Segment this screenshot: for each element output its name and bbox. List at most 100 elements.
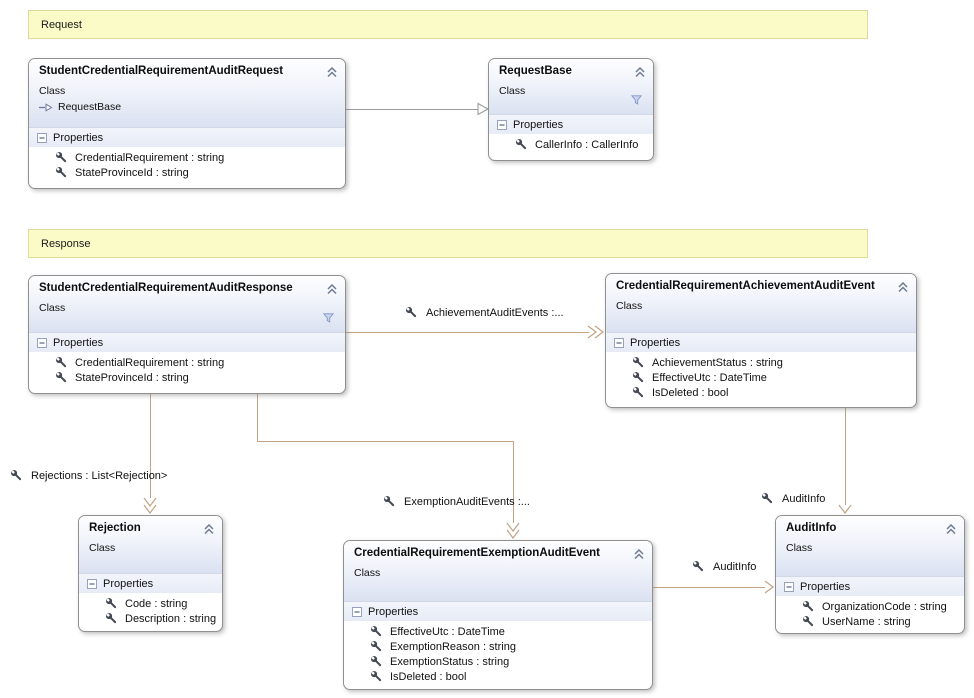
class-box-request-base[interactable]: RequestBase Class Properties CallerInfo …	[488, 58, 654, 161]
class-kind: Class	[354, 567, 381, 579]
properties-section-header[interactable]: Properties	[79, 573, 222, 593]
property-text: OrganizationCode : string	[822, 600, 947, 613]
inheritance-arrowhead-icon	[477, 102, 489, 116]
property-row[interactable]: StateProvinceId : string	[29, 165, 345, 180]
wrench-icon	[371, 641, 382, 652]
collapse-minus-icon[interactable]	[87, 578, 97, 589]
collapse-minus-icon[interactable]	[352, 606, 362, 617]
class-title: AuditInfo	[786, 522, 837, 534]
class-kind: Class	[786, 542, 813, 554]
wrench-icon	[633, 357, 644, 368]
properties-section-header[interactable]: Properties	[606, 332, 916, 352]
class-box-credential-requirement-achievement-audit-event[interactable]: CredentialRequirementAchievementAuditEve…	[605, 273, 917, 408]
collapse-minus-icon[interactable]	[37, 337, 47, 348]
class-kind: Class	[89, 542, 116, 554]
filter-icon[interactable]	[322, 310, 335, 328]
property-row[interactable]: IsDeleted : bool	[606, 385, 916, 400]
association-label-exemption-audit-events[interactable]: ExemptionAuditEvents :...	[383, 495, 530, 508]
association-label-auditinfo-left[interactable]: AuditInfo	[692, 560, 756, 573]
wrench-icon	[106, 613, 117, 624]
property-row[interactable]: UserName : string	[776, 614, 964, 629]
property-row[interactable]: StateProvinceId : string	[29, 370, 345, 385]
properties-section-header[interactable]: Properties	[29, 332, 345, 352]
properties-label: Properties	[368, 605, 419, 618]
property-text: CredentialRequirement : string	[75, 356, 225, 369]
wrench-icon	[633, 372, 644, 383]
collapse-chevron-icon[interactable]	[634, 65, 646, 83]
association-label-achievement-audit-events[interactable]: AchievementAuditEvents :...	[405, 306, 564, 319]
property-row[interactable]: CredentialRequirement : string	[29, 355, 345, 370]
wrench-icon	[693, 561, 704, 572]
association-label-text: ExemptionAuditEvents :...	[404, 495, 530, 508]
collapse-chevron-icon[interactable]	[326, 282, 338, 300]
class-kind: Class	[39, 85, 66, 97]
properties-label: Properties	[800, 580, 851, 593]
comment-band-response[interactable]: Response	[28, 229, 868, 258]
collapse-chevron-icon[interactable]	[945, 522, 957, 540]
properties-section-header[interactable]: Properties	[776, 576, 964, 596]
class-box-credential-requirement-exemption-audit-event[interactable]: CredentialRequirementExemptionAuditEvent…	[343, 540, 653, 690]
collapse-minus-icon[interactable]	[37, 132, 47, 143]
properties-label: Properties	[513, 118, 564, 131]
class-box-student-credential-requirement-audit-response[interactable]: StudentCredentialRequirementAuditRespons…	[28, 275, 346, 394]
property-row[interactable]: OrganizationCode : string	[776, 599, 964, 614]
class-box-rejection[interactable]: Rejection Class Properties Code : string…	[78, 515, 223, 632]
property-text: CredentialRequirement : string	[75, 151, 225, 164]
properties-section-header[interactable]: Properties	[29, 127, 345, 147]
properties-label: Properties	[103, 577, 154, 590]
association-label-rejections[interactable]: Rejections : List<Rejection>	[10, 469, 167, 482]
property-text: ExemptionStatus : string	[390, 655, 510, 668]
property-row[interactable]: Code : string	[79, 596, 222, 611]
properties-label: Properties	[630, 336, 681, 349]
class-title: StudentCredentialRequirementAuditRequest	[39, 65, 284, 77]
collapse-minus-icon[interactable]	[784, 581, 794, 592]
property-row[interactable]: AchievementStatus : string	[606, 355, 916, 370]
property-text: ExemptionReason : string	[390, 640, 516, 653]
property-row[interactable]: CredentialRequirement : string	[29, 150, 345, 165]
property-row[interactable]: EffectiveUtc : DateTime	[344, 624, 652, 639]
property-row[interactable]: IsDeleted : bool	[344, 669, 652, 684]
class-header: RequestBase Class	[489, 59, 653, 114]
chevron-down-icon	[838, 504, 852, 514]
property-row[interactable]: Description : string	[79, 611, 222, 626]
inheritance-arrow-icon	[39, 102, 53, 112]
properties-section-header[interactable]: Properties	[489, 114, 653, 134]
association-label-auditinfo-top[interactable]: AuditInfo	[761, 492, 825, 505]
collapse-chevron-icon[interactable]	[897, 280, 909, 298]
properties-section-header[interactable]: Properties	[344, 601, 652, 621]
comment-band-response-label: Response	[41, 237, 91, 250]
wrench-icon	[803, 616, 814, 627]
class-title: Rejection	[89, 522, 141, 534]
chevron-right-icon	[764, 580, 774, 594]
collapse-chevron-icon[interactable]	[203, 522, 215, 540]
comment-band-request[interactable]: Request	[28, 10, 868, 39]
class-kind: Class	[499, 85, 526, 97]
property-text: IsDeleted : bool	[390, 670, 467, 683]
collapse-minus-icon[interactable]	[614, 337, 624, 348]
class-kind: Class	[39, 302, 66, 314]
property-row[interactable]: ExemptionStatus : string	[344, 654, 652, 669]
class-title: CredentialRequirementAchievementAuditEve…	[616, 280, 875, 292]
association-label-text: AuditInfo	[782, 492, 826, 505]
class-header: CredentialRequirementAchievementAuditEve…	[606, 274, 916, 332]
collapse-minus-icon[interactable]	[497, 119, 507, 130]
class-header: Rejection Class	[79, 516, 222, 573]
association-label-text: AuditInfo	[713, 560, 757, 573]
properties-label: Properties	[53, 131, 104, 144]
wrench-icon	[762, 493, 773, 504]
property-row[interactable]: EffectiveUtc : DateTime	[606, 370, 916, 385]
property-text: UserName : string	[822, 615, 911, 628]
collapse-chevron-icon[interactable]	[326, 65, 338, 83]
wrench-icon	[56, 167, 67, 178]
class-box-student-credential-requirement-audit-request[interactable]: StudentCredentialRequirementAuditRequest…	[28, 58, 346, 189]
property-row[interactable]: ExemptionReason : string	[344, 639, 652, 654]
property-row[interactable]: CallerInfo : CallerInfo	[489, 137, 653, 152]
class-box-audit-info[interactable]: AuditInfo Class Properties OrganizationC…	[775, 515, 965, 634]
wrench-icon	[406, 307, 417, 318]
filter-icon[interactable]	[630, 92, 643, 110]
base-type-row[interactable]: RequestBase	[29, 97, 345, 113]
collapse-chevron-icon[interactable]	[633, 547, 645, 565]
base-type-name: RequestBase	[58, 101, 122, 113]
wrench-icon	[803, 601, 814, 612]
double-chevron-down-icon	[143, 497, 157, 514]
